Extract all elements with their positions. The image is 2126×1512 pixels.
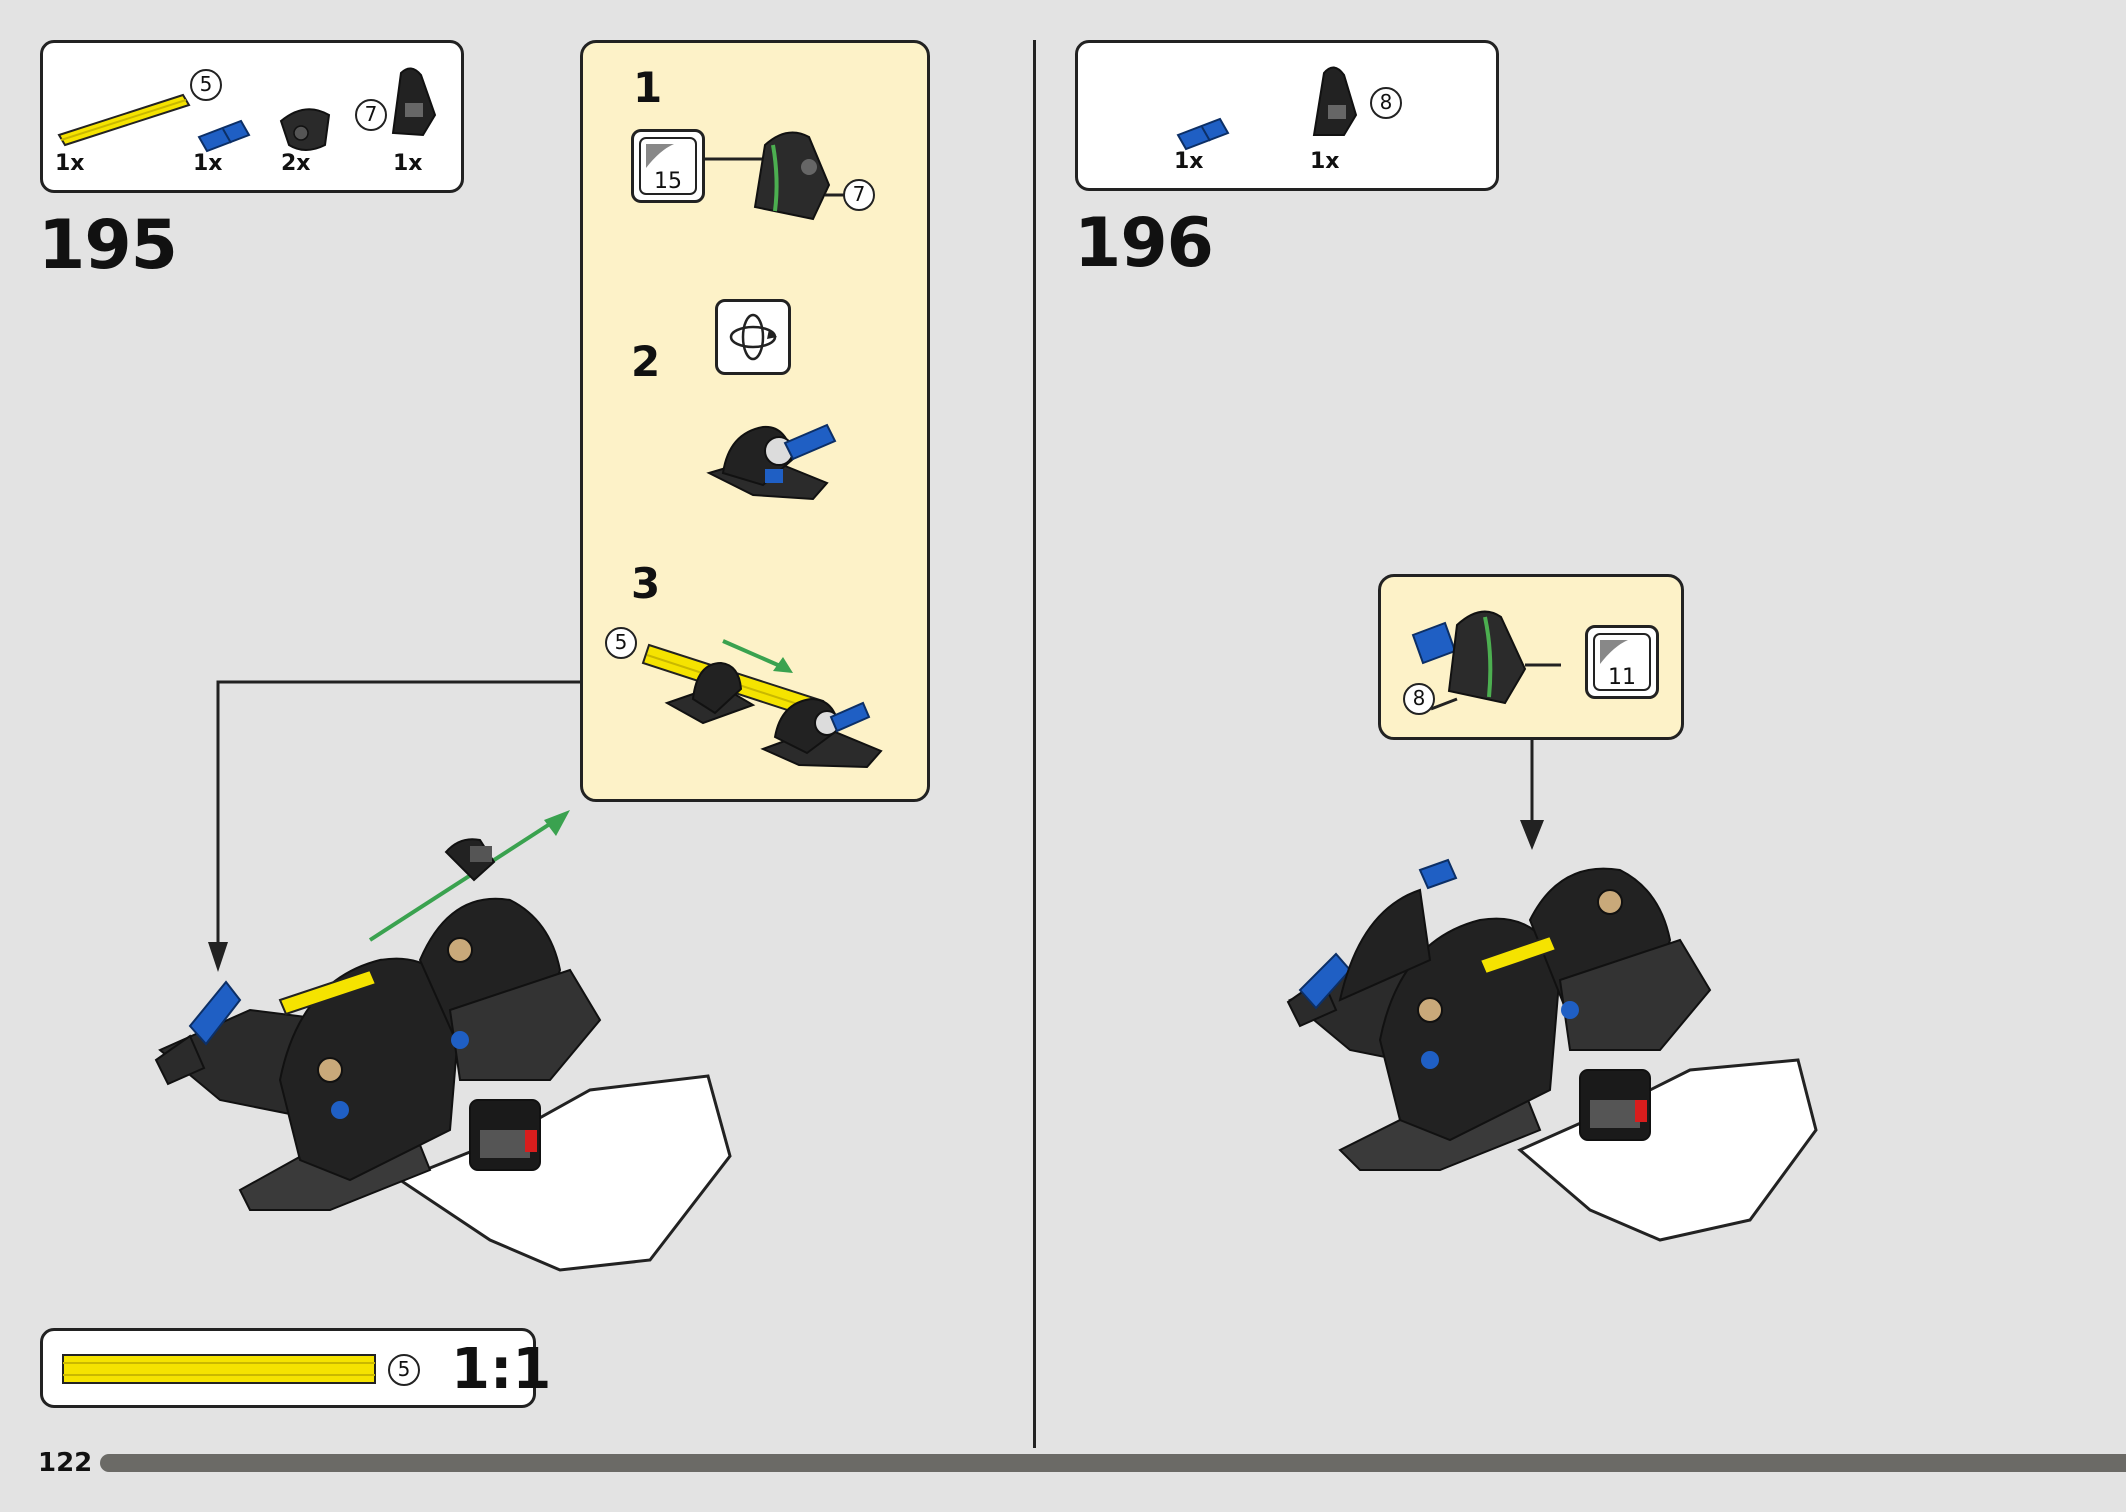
step-number-195: 195 [38, 206, 178, 285]
substep-3-number: 3 [631, 559, 661, 608]
axle-length-callout: 5 [190, 69, 222, 101]
sticker-number: 11 [1608, 665, 1636, 690]
subassembly-callout: 1 15 7 2 3 5 [580, 40, 930, 802]
parts-list-195: 5 1x 1x 2x 7 1x [40, 40, 464, 193]
part-qty: 1x [393, 151, 423, 176]
part-qty: 1x [193, 151, 223, 176]
axle-length-callout: 7 [843, 179, 875, 211]
blue-pin-icon [1176, 117, 1230, 151]
part-qty: 1x [55, 151, 85, 176]
sticker-icon: 11 [1585, 625, 1659, 699]
substep-2-number: 2 [631, 337, 661, 386]
blue-pin-icon [197, 119, 251, 153]
sticker-icon: 15 [631, 129, 705, 203]
callout-leader-arrow [208, 680, 580, 972]
part-qty: 1x [1310, 149, 1340, 174]
model-assembly-195 [154, 810, 732, 1272]
scale-box-1-1: 5 1:1 [40, 1328, 551, 1408]
substep-1-number: 1 [633, 63, 663, 112]
panel-with-sticker-icon [705, 131, 851, 221]
part-qty: 1x [1174, 149, 1204, 174]
scale-ratio: 1:1 [451, 1337, 552, 1402]
page-divider [1033, 40, 1036, 1448]
black-panel-icon [1312, 66, 1358, 136]
sticker-number: 15 [654, 169, 682, 194]
axle-length-callout: 5 [388, 1354, 420, 1386]
black-panel-icon [391, 67, 437, 137]
yellow-axle-icon [57, 93, 191, 147]
yellow-axle-scale-icon [62, 1354, 376, 1384]
part-qty: 2x [281, 151, 311, 176]
step-number-196: 196 [1074, 204, 1214, 283]
black-connector-icon [279, 108, 331, 151]
progress-bar [100, 1454, 2126, 1472]
page-number: 122 [38, 1448, 93, 1478]
step-196-callout: 8 11 [1378, 574, 1684, 740]
axle-insert-assembly-icon [641, 639, 883, 769]
callout-196-arrow [1520, 740, 1544, 850]
model-assembly-196 [1286, 858, 1818, 1242]
axle-length-callout: 8 [1370, 87, 1402, 119]
axle-length-callout: 7 [355, 99, 387, 131]
rotate-model-icon [715, 299, 791, 375]
axle-length-callout: 8 [1403, 683, 1435, 715]
axle-length-callout: 5 [605, 627, 637, 659]
panel-with-pin-icon [1411, 610, 1561, 711]
parts-list-196: 1x 8 1x [1075, 40, 1499, 191]
connector-with-pin-icon [706, 423, 837, 501]
